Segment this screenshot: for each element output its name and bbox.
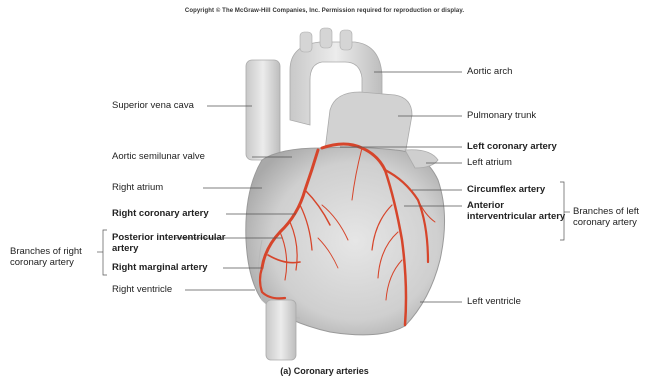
label-aortic-semilunar-valve: Aortic semilunar valve bbox=[112, 151, 205, 162]
superior-vena-cava-shape bbox=[246, 60, 280, 160]
label-right-ventricle: Right ventricle bbox=[112, 284, 172, 295]
label-branches-of-right-coronary-artery: Branches of right coronary artery bbox=[10, 246, 96, 268]
label-aortic-arch: Aortic arch bbox=[467, 66, 512, 77]
label-circumflex-artery: Circumflex artery bbox=[467, 184, 545, 195]
label-anterior-interventricular-artery: Anterior interventricular artery bbox=[467, 200, 567, 222]
label-superior-vena-cava: Superior vena cava bbox=[112, 100, 194, 111]
label-pulmonary-trunk: Pulmonary trunk bbox=[467, 110, 536, 121]
label-right-coronary-artery: Right coronary artery bbox=[112, 208, 209, 219]
label-right-atrium: Right atrium bbox=[112, 182, 163, 193]
label-posterior-interventricular-artery: Posterior interventricular artery bbox=[112, 232, 232, 254]
figure-caption: (a) Coronary arteries bbox=[0, 366, 649, 376]
label-left-atrium: Left atrium bbox=[467, 157, 512, 168]
label-left-ventricle: Left ventricle bbox=[467, 296, 521, 307]
heart-body-shape bbox=[246, 147, 445, 360]
label-left-coronary-artery: Left coronary artery bbox=[467, 141, 557, 152]
label-branches-of-left-coronary-artery: Branches of left coronary artery bbox=[573, 206, 647, 228]
label-right-marginal-artery: Right marginal artery bbox=[112, 262, 208, 273]
